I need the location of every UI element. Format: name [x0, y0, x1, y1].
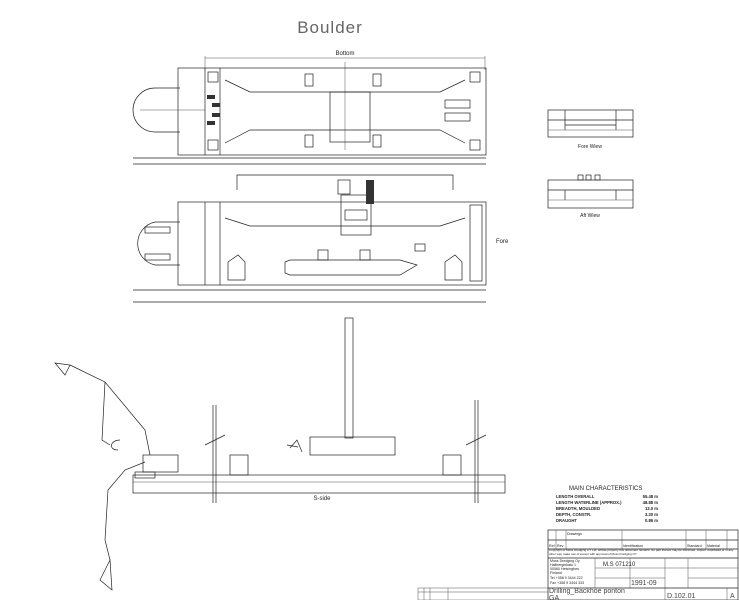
header-identification: Identification: [623, 544, 643, 548]
revision: A: [730, 593, 735, 600]
header-standard: Standard: [687, 544, 702, 548]
title-block: Ref Rev Drawings Identification Standard…: [547, 529, 739, 600]
aft-view: Aft Wiew: [547, 174, 634, 219]
fore-view: Fore Wiew: [547, 109, 634, 150]
aft-view-label: Aft Wiew: [580, 213, 600, 219]
char-value: 55.48 m: [643, 494, 659, 499]
company-line: Finland: [550, 571, 562, 575]
char-value: 13.0 m: [645, 506, 658, 511]
header-material: Material: [707, 544, 720, 548]
bottom-plan-view: Bottom: [132, 51, 487, 165]
char-value: 0.86 m: [645, 518, 658, 523]
company-line: Fax +358 9 3444 333: [550, 581, 584, 585]
char-value: 48.88 m: [643, 500, 659, 505]
char-label: BREADTH, MOULDED: [556, 506, 600, 511]
company-line: Hallberginkatu 1: [550, 563, 576, 567]
drawing-date: 1991-09: [631, 580, 657, 587]
drawing-name: Drilling_Backhoe ponton: [549, 588, 625, 595]
drawn-by: M.S 071210: [603, 562, 636, 568]
side-elevation-view: S-side: [54, 317, 506, 591]
company-line: 00560 Helsingfors: [550, 567, 579, 571]
side-view-label: S-side: [313, 496, 331, 502]
bottom-view-label: Bottom: [335, 51, 354, 57]
deck-plan-view: Fore: [133, 174, 509, 303]
char-value: 3.20 m: [645, 512, 658, 517]
main-characteristics: MAIN CHARACTERISTICS LENGTH OVERALL 55.4…: [556, 486, 658, 523]
header-rev: Rev: [557, 544, 564, 548]
char-label: LENGTH OVERALL: [556, 494, 595, 499]
char-label: DEPTH, CONSTR.: [556, 512, 591, 517]
company-line: Moss Dredging Oy: [550, 559, 580, 563]
main-characteristics-heading: MAIN CHARACTERISTICS: [569, 486, 642, 492]
revision-table: [417, 587, 549, 600]
drawing-subtitle: GA: [549, 595, 559, 600]
excavator: [54, 362, 179, 591]
fore-view-label: Fore Wiew: [578, 144, 602, 150]
drawing-number: D.102.01: [667, 593, 696, 600]
char-label: LENGTH WATERLINE (APPROX.): [556, 500, 622, 505]
fore-label: Fore: [496, 239, 509, 245]
company-line: Tel +358 9 3444 222: [550, 576, 583, 580]
header-drawings: Drawings: [567, 532, 582, 536]
header-ref: Ref: [549, 544, 555, 548]
drawing-title: Boulder: [297, 18, 363, 37]
char-label: DRAUGHT: [556, 518, 577, 523]
copyright-notice: Copyright of Moss Dredging OY Ltd, whose…: [549, 549, 734, 556]
